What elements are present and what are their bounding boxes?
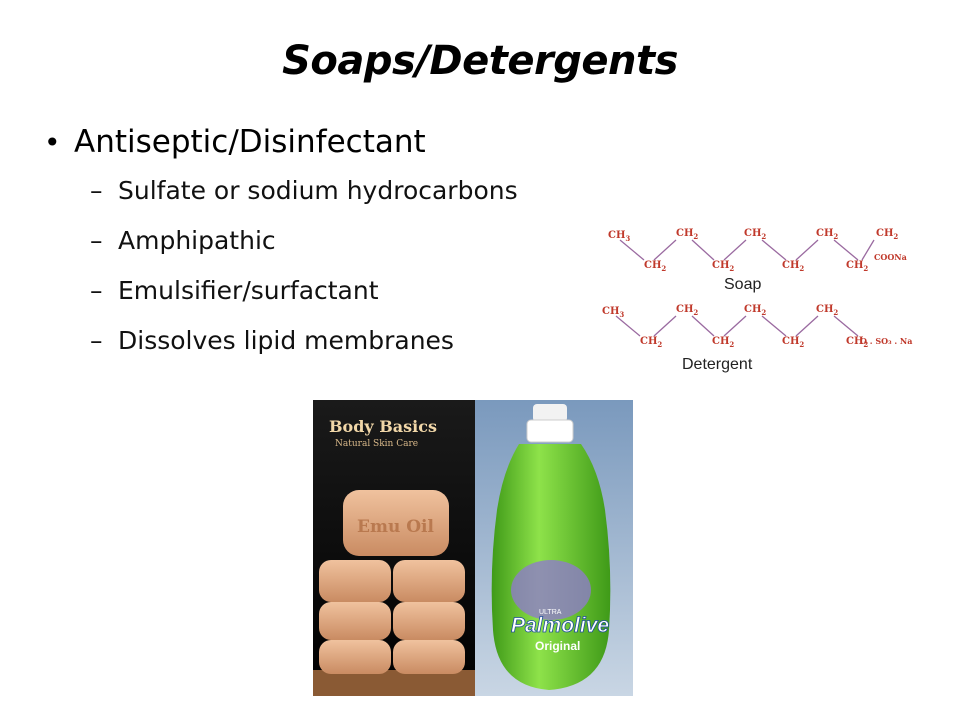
sub-bullet-item: – Amphipathic [90,226,624,255]
bullet-text: Antiseptic/Disinfectant [74,124,426,160]
svg-text:ULTRA: ULTRA [539,609,562,616]
slide-title: Soaps/Detergents [282,38,678,84]
svg-text:CH2: CH2 [676,228,698,241]
svg-text:CH2: CH2 [744,228,766,241]
svg-text:CH2: CH2 [816,304,838,317]
svg-text:CH2: CH2 [644,260,666,273]
svg-text:CH3: CH3 [602,306,624,319]
svg-text:CH2: CH2 [816,228,838,241]
detergent-label: Detergent [682,356,753,373]
dash-marker: – [90,176,103,205]
soap-bar [343,490,449,556]
soap-bar [393,640,465,674]
soap-label: Soap [724,276,762,293]
svg-text:CH2: CH2 [676,304,698,317]
svg-text:Body Basics: Body Basics [329,417,437,436]
svg-text:Original: Original [535,639,580,653]
soap-bar [393,560,465,602]
soap-bar [319,602,391,640]
svg-text:Palmolive: Palmolive [511,614,609,637]
svg-text:Natural Skin Care: Natural Skin Care [335,439,418,449]
svg-text:O . SO₃ . Na: O . SO₃ . Na [860,336,912,346]
svg-text:CH2: CH2 [744,304,766,317]
svg-text:COONa: COONa [874,252,907,262]
svg-text:Emu Oil: Emu Oil [357,517,434,537]
dish-soap-panel: ULTRA Palmolive Original [475,400,633,696]
dash-marker: – [90,226,103,255]
svg-text:CH2: CH2 [712,260,734,273]
svg-text:CH2: CH2 [782,336,804,349]
sub-bullet-item: – Sulfate or sodium hydrocarbons [90,176,624,205]
sub-bullet-text: Amphipathic [118,226,276,255]
product-photo: Body Basics Natural Skin Care Emu Oil UL… [313,400,633,696]
sub-bullet-text: Dissolves lipid membranes [118,326,454,355]
soap-bar [319,640,391,674]
soap-bar [393,602,465,640]
dash-marker: – [90,276,103,305]
bullet-list: • Antiseptic/Disinfectant – Sulfate or s… [44,124,624,376]
soap-molecule: CH3 CH2 CH2 CH2 CH2 CH2 CH2 CH2 CH2 COON… [608,228,907,273]
svg-text:CH2: CH2 [782,260,804,273]
sub-bullet-item: – Dissolves lipid membranes [90,326,624,355]
soap-bars-panel: Body Basics Natural Skin Care Emu Oil [313,400,475,696]
svg-text:CH2: CH2 [640,336,662,349]
svg-text:CH2: CH2 [846,336,868,349]
molecule-diagram: CH3 CH2 CH2 CH2 CH2 CH2 CH2 CH2 CH2 COON… [602,228,912,349]
sub-bullet-text: Emulsifier/surfactant [118,276,379,305]
bullet-marker: • [44,126,61,159]
svg-text:CH3: CH3 [608,230,630,243]
sub-bullet-text: Sulfate or sodium hydrocarbons [118,176,518,205]
dash-marker: – [90,326,103,355]
svg-text:CH2: CH2 [846,260,868,273]
bullet-item: • Antiseptic/Disinfectant [44,124,624,160]
sub-bullet-item: – Emulsifier/surfactant [90,276,624,305]
soap-bar [319,560,391,602]
svg-text:CH2: CH2 [712,336,734,349]
detergent-molecule: CH3 CH2 CH2 CH2 CH2 CH2 CH2 CH2 O . SO₃ … [602,304,912,349]
svg-text:CH2: CH2 [876,228,898,241]
